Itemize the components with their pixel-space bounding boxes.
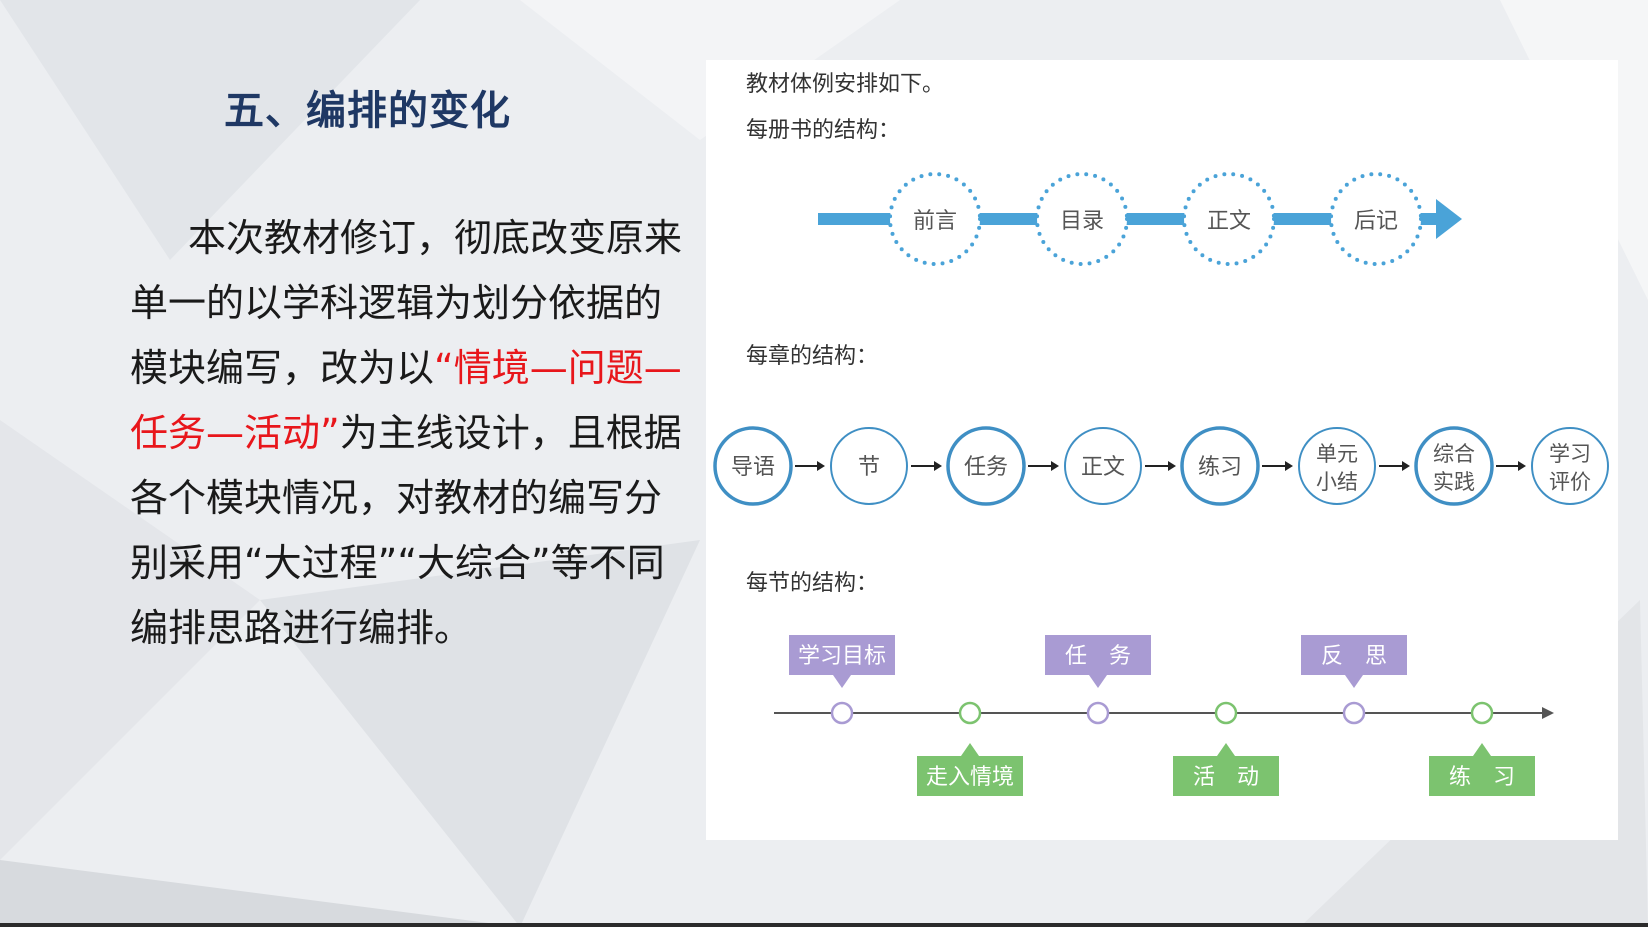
book-node-label: 前言 [913, 209, 957, 234]
above-callout-pointer [1345, 675, 1363, 688]
paragraph-part2: 为主线设计，且根据各个模块情况，对教材的编写分别采用“大过程”“大综合”等不同编… [130, 411, 682, 650]
panel-intro: 教材体例安排如下。 [746, 72, 945, 97]
below-callout-label: 走入情境 [926, 765, 1014, 790]
bottom-bar [0, 923, 1648, 927]
below-callout-box [1429, 756, 1535, 796]
book-node-label: 正文 [1207, 209, 1251, 234]
book-arrow-head [1436, 199, 1462, 239]
chapter-connector-head [1051, 461, 1059, 471]
structure-diagram: 前言目录正文后记导语节任务正文练习单元小结综合实践学习评价学习目标任 务反 思走… [713, 172, 1609, 796]
below-callout-box [917, 756, 1023, 796]
chapter-connector-head [817, 461, 825, 471]
chapter-node-label: 单元 [1316, 442, 1358, 466]
paragraph-highlight: “情境—问题—任务—活动” [130, 346, 682, 455]
book-node-circle [888, 172, 982, 266]
chapter-node-circle [1298, 427, 1376, 505]
chapter-node-label: 正文 [1081, 455, 1125, 480]
section-milestone [830, 701, 854, 725]
chapter-node-label: 综合 [1433, 442, 1475, 466]
chapter-node-label: 评价 [1549, 470, 1591, 494]
section-milestone [1086, 701, 1110, 725]
chapter-connector-head [934, 461, 942, 471]
book-node-label: 目录 [1060, 209, 1104, 234]
slide-paragraph: 本次教材修订，彻底改变原来单一的以学科逻辑为划分依据的模块编写，改为以“情境—问… [130, 206, 690, 661]
structure-panel: 教材体例安排如下。 每册书的结构： 每章的结构： 每节的结构： 前言目录正文后记… [706, 60, 1618, 840]
book-structure-heading: 每册书的结构： [746, 118, 901, 143]
section-milestone [958, 701, 982, 725]
below-callout-pointer [961, 743, 979, 756]
section-axis-head [1542, 707, 1554, 719]
book-node-circle [1182, 172, 1276, 266]
below-callout-pointer [1217, 743, 1235, 756]
chapter-node-circle [1180, 426, 1260, 506]
section-structure-heading: 每节的结构： [746, 571, 879, 596]
above-callout-pointer [833, 675, 851, 688]
above-callout-label: 任 务 [1065, 644, 1131, 669]
chapter-node-circle [713, 426, 793, 506]
chapter-node-label: 节 [858, 455, 880, 480]
chapter-node-label: 学习 [1549, 442, 1591, 466]
above-callout-pointer [1089, 675, 1107, 688]
above-callout-label: 学习目标 [798, 644, 886, 669]
chapter-connector-head [1285, 461, 1293, 471]
chapter-node-label: 小结 [1316, 470, 1358, 494]
chapter-node-circle [1064, 427, 1142, 505]
chapter-connector-head [1168, 461, 1176, 471]
above-callout-label: 反 思 [1321, 644, 1387, 669]
chapter-node-circle [1531, 427, 1609, 505]
chapter-connector-head [1402, 461, 1410, 471]
chapter-node-label: 实践 [1433, 470, 1475, 494]
book-node-circle [1329, 172, 1423, 266]
chapter-node-label: 练习 [1198, 455, 1242, 480]
chapter-connector-head [1518, 461, 1526, 471]
slide-title: 五、编排的变化 [224, 88, 511, 134]
above-callout-box [1045, 635, 1151, 675]
above-callout-box [789, 635, 895, 675]
book-node-label: 后记 [1354, 209, 1398, 234]
below-callout-label: 练 习 [1449, 765, 1515, 790]
chapter-node-label: 导语 [731, 455, 775, 480]
book-node-circle [1035, 172, 1129, 266]
above-callout-box [1301, 635, 1407, 675]
section-milestone [1342, 701, 1366, 725]
paragraph-part1: 本次教材修订，彻底改变原来单一的以学科逻辑为划分依据的模块编写，改为以 [130, 216, 683, 390]
chapter-structure-heading: 每章的结构： [746, 344, 879, 369]
section-milestone [1214, 701, 1238, 725]
chapter-node-label: 任务 [964, 455, 1008, 480]
chapter-node-circle [946, 426, 1026, 506]
chapter-node-circle [830, 427, 908, 505]
below-callout-label: 活 动 [1193, 765, 1259, 790]
chapter-node-circle [1414, 426, 1494, 506]
below-callout-box [1173, 756, 1279, 796]
section-milestone [1470, 701, 1494, 725]
below-callout-pointer [1473, 743, 1491, 756]
